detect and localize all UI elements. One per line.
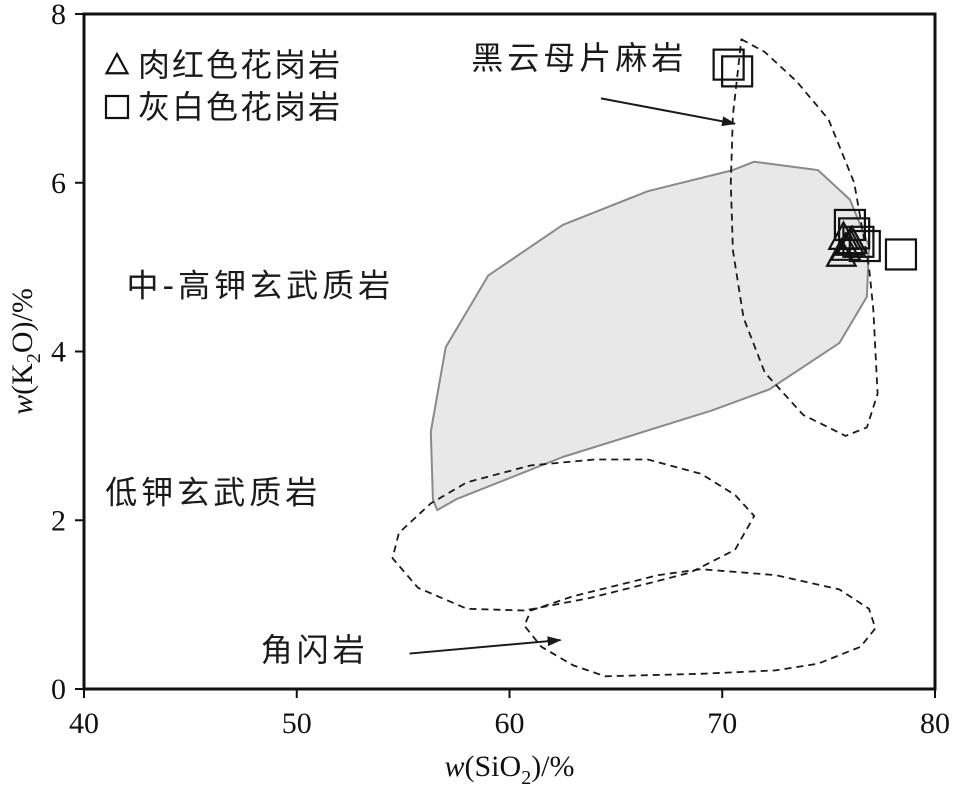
x-axis-title-close: )/% (531, 750, 574, 783)
y-axis-title-close: O)/% (6, 288, 39, 353)
data-point-square-4 (842, 225, 875, 258)
legend-label-square: 灰白色花岗岩 (138, 88, 342, 126)
data-point-square-5 (848, 229, 881, 263)
x-tick-label-0: 40 (69, 707, 99, 740)
arrows-layer (409, 97, 736, 655)
legend-square-marker (104, 94, 130, 120)
data-point-square-3 (838, 217, 871, 250)
x-tick-label-2: 60 (495, 707, 525, 740)
regions-layer (391, 38, 879, 678)
x-tick-label-3: 70 (707, 707, 737, 740)
data-point-square-0 (712, 48, 745, 81)
annotation-label-2: 低钾玄武质岩 (105, 473, 321, 511)
legend-label-triangle: 肉红色花岗岩 (138, 46, 342, 84)
points-layer (712, 48, 918, 271)
y-tick-label-0: 0 (51, 673, 66, 706)
legend: 肉红色花岗岩 灰白色花岗岩 (104, 46, 342, 126)
annotation-label-1: 中-高钾玄武质岩 (127, 267, 395, 305)
x-axis: 40 50 60 70 80 (69, 689, 950, 740)
x-axis-title-var: w (444, 750, 464, 783)
x-axis-title-open: (SiO (465, 750, 522, 783)
annotation-arrow-0 (600, 97, 736, 127)
data-point-square-6 (884, 238, 918, 271)
annotation-arrow-3 (409, 636, 562, 655)
annotation-label-0: 黑云母片麻岩 (471, 39, 687, 77)
x-axis-title: w(SiO2)/% (444, 750, 574, 787)
region-outline-0 (429, 160, 870, 512)
x-tick-label-1: 50 (282, 707, 312, 740)
legend-triangle-marker (104, 51, 130, 75)
x-axis-title-sub: 2 (521, 767, 531, 787)
y-tick-label-3: 6 (51, 167, 66, 200)
y-axis-title: w(K2O)/% (6, 288, 45, 415)
region-outline-3 (523, 568, 877, 678)
y-axis-title-var: w (6, 395, 39, 415)
y-tick-label-4: 8 (51, 0, 66, 31)
data-point-square-1 (721, 55, 754, 88)
annotation-label-3: 角闪岩 (261, 631, 369, 669)
y-axis: 0 2 4 6 8 (51, 0, 84, 706)
y-tick-label-1: 2 (51, 504, 66, 537)
y-axis-title-open: (K (6, 363, 39, 395)
x-tick-label-4: 80 (920, 707, 950, 740)
region-outline-2 (391, 458, 756, 612)
region-outline-1 (729, 38, 879, 437)
y-tick-label-2: 4 (51, 336, 66, 369)
y-axis-title-sub: 2 (23, 353, 45, 363)
